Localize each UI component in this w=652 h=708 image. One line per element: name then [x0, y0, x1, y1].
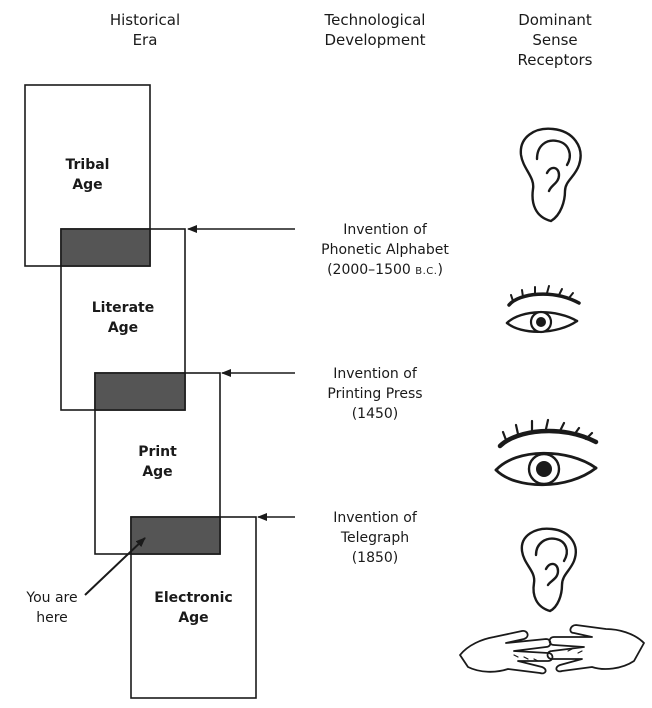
- overlap-literate-print: [94, 372, 186, 411]
- small-eye-icon: [505, 285, 581, 334]
- development-printing-press: Invention of Printing Press (1450): [327, 366, 423, 422]
- era-label-literate: Literate Age: [91, 300, 155, 336]
- overlap-tribal-literate: [60, 228, 151, 267]
- you-are-here-label: You are here: [26, 590, 78, 626]
- large-eye-icon: [494, 418, 599, 487]
- development-telegraph: Invention of Telegraph (1850): [333, 510, 417, 566]
- header-historical-era: Historical Era: [109, 11, 181, 49]
- arrow-you-are-here: [84, 537, 146, 596]
- development-date: (2000–1500 B.C.): [327, 262, 443, 278]
- development-phonetic-alphabet: Invention of Phonetic Alphabet (2000–150…: [300, 220, 470, 282]
- hands-icon: [459, 624, 645, 675]
- ear-icon: [519, 127, 582, 223]
- header-technological-development: Technological Development: [324, 11, 426, 49]
- overlap-print-electronic: [130, 516, 221, 555]
- header-dominant-sense-receptors: Dominant Sense Receptors: [517, 11, 593, 69]
- era-label-print: Print Age: [138, 444, 177, 480]
- era-label-tribal: Tribal Age: [65, 157, 110, 193]
- era-label-electronic: Electronic Age: [154, 590, 233, 626]
- ear-icon: [520, 527, 577, 613]
